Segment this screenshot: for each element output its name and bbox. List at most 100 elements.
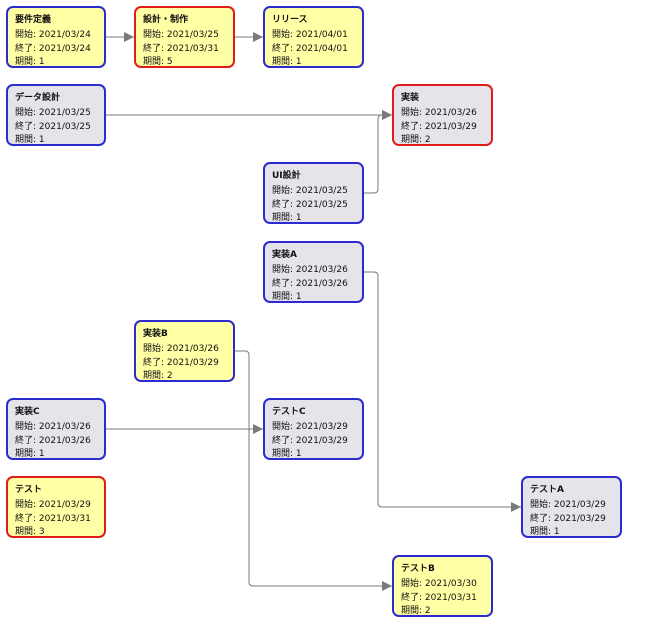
task-start-separator: : bbox=[33, 422, 39, 432]
task-start-label: 開始 bbox=[272, 186, 291, 196]
task-start-separator: : bbox=[290, 30, 296, 40]
task-start-value: 2021/03/29 bbox=[295, 422, 348, 432]
task-start-value: 2021/03/26 bbox=[295, 265, 348, 275]
task-start-row: 開始: 2021/03/24 bbox=[15, 29, 97, 43]
task-start-separator: : bbox=[548, 500, 554, 510]
task-start-separator: : bbox=[33, 108, 39, 118]
task-end-value: 2021/03/25 bbox=[38, 121, 91, 132]
task-duration-separator: : bbox=[419, 606, 425, 616]
task-duration-label: 期間 bbox=[143, 371, 162, 381]
task-start-row: 開始: 2021/03/26 bbox=[272, 264, 355, 278]
task-name: テストA bbox=[530, 485, 564, 495]
task-duration-separator: : bbox=[290, 292, 296, 302]
dependency-arrow-t8-t13 bbox=[235, 350, 392, 591]
task-end-separator: : bbox=[161, 357, 167, 368]
task-end-label: 終了 bbox=[401, 592, 420, 603]
task-end-label: 終了 bbox=[143, 357, 162, 368]
task-duration-row: 期間: 2 bbox=[401, 134, 484, 144]
task-name: 実装B bbox=[143, 329, 168, 339]
task-end-row: 終了: 2021/03/29 bbox=[401, 121, 484, 135]
task-end-separator: : bbox=[419, 121, 425, 132]
task-end-value: 2021/03/25 bbox=[295, 199, 348, 210]
task-duration-separator: : bbox=[33, 135, 39, 145]
task-start-value: 2021/03/30 bbox=[424, 579, 477, 589]
task-duration-value: 1 bbox=[295, 292, 302, 302]
task-start-value: 2021/03/25 bbox=[295, 186, 348, 196]
task-end-label: 終了 bbox=[143, 43, 162, 54]
task-duration-value: 1 bbox=[38, 135, 45, 145]
task-end-row: 終了: 2021/03/25 bbox=[272, 199, 355, 213]
task-start-row: 開始: 2021/03/26 bbox=[143, 343, 226, 357]
task-start-separator: : bbox=[161, 30, 167, 40]
task-duration-value: 1 bbox=[295, 449, 302, 459]
task-start-value: 2021/03/29 bbox=[553, 500, 606, 510]
task-end-separator: : bbox=[290, 43, 296, 54]
task-end-value: 2021/03/31 bbox=[166, 43, 219, 54]
task-duration-value: 2 bbox=[424, 606, 431, 616]
task-end-label: 終了 bbox=[272, 278, 291, 289]
task-start-row: 開始: 2021/04/01 bbox=[272, 29, 355, 43]
task-duration-row: 期間: 1 bbox=[530, 526, 613, 537]
task-start-row: 開始: 2021/03/25 bbox=[15, 107, 97, 121]
task-end-value: 2021/03/31 bbox=[424, 592, 477, 603]
task-end-value: 2021/03/26 bbox=[38, 435, 91, 446]
task-start-label: 開始 bbox=[272, 422, 291, 432]
task-duration-row: 期間: 1 bbox=[272, 56, 355, 67]
task-end-separator: : bbox=[33, 513, 39, 524]
task-duration-label: 期間 bbox=[272, 449, 291, 459]
task-end-row: 終了: 2021/03/29 bbox=[530, 513, 613, 527]
task-start-row: 開始: 2021/03/26 bbox=[401, 107, 484, 121]
task-end-row: 終了: 2021/03/24 bbox=[15, 43, 97, 57]
task-name: UI設計 bbox=[272, 171, 301, 181]
task-duration-separator: : bbox=[33, 57, 39, 67]
task-duration-label: 期間 bbox=[272, 57, 291, 67]
task-end-row: 終了: 2021/03/31 bbox=[143, 43, 226, 57]
task-end-value: 2021/03/29 bbox=[295, 435, 348, 446]
task-end-row: 終了: 2021/03/31 bbox=[15, 513, 97, 527]
task-start-value: 2021/03/24 bbox=[38, 30, 91, 40]
task-end-value: 2021/03/26 bbox=[295, 278, 348, 289]
task-end-separator: : bbox=[161, 43, 167, 54]
task-start-label: 開始 bbox=[15, 422, 34, 432]
task-duration-separator: : bbox=[33, 449, 39, 459]
task-start-separator: : bbox=[33, 30, 39, 40]
task-duration-separator: : bbox=[33, 527, 39, 537]
task-duration-value: 1 bbox=[553, 527, 560, 537]
task-end-label: 終了 bbox=[15, 435, 34, 446]
task-start-separator: : bbox=[419, 108, 425, 118]
task-duration-row: 期間: 2 bbox=[401, 605, 484, 616]
task-duration-row: 期間: 1 bbox=[15, 56, 97, 67]
task-duration-label: 期間 bbox=[15, 57, 34, 67]
task-start-separator: : bbox=[419, 579, 425, 589]
task-duration-value: 2 bbox=[166, 371, 173, 381]
task-duration-separator: : bbox=[290, 57, 296, 67]
task-end-row: 終了: 2021/03/29 bbox=[143, 357, 226, 371]
task-end-separator: : bbox=[548, 513, 554, 524]
task-end-label: 終了 bbox=[401, 121, 420, 132]
task-end-row: 終了: 2021/03/26 bbox=[272, 278, 355, 292]
task-name: 設計・制作 bbox=[143, 15, 189, 25]
task-duration-value: 5 bbox=[166, 57, 173, 67]
task-end-separator: : bbox=[419, 592, 425, 603]
task-end-value: 2021/03/31 bbox=[38, 513, 91, 524]
task-name: 実装C bbox=[15, 407, 40, 417]
task-start-separator: : bbox=[290, 422, 296, 432]
task-duration-separator: : bbox=[290, 449, 296, 459]
task-duration-value: 1 bbox=[295, 57, 302, 67]
task-duration-separator: : bbox=[290, 213, 296, 223]
